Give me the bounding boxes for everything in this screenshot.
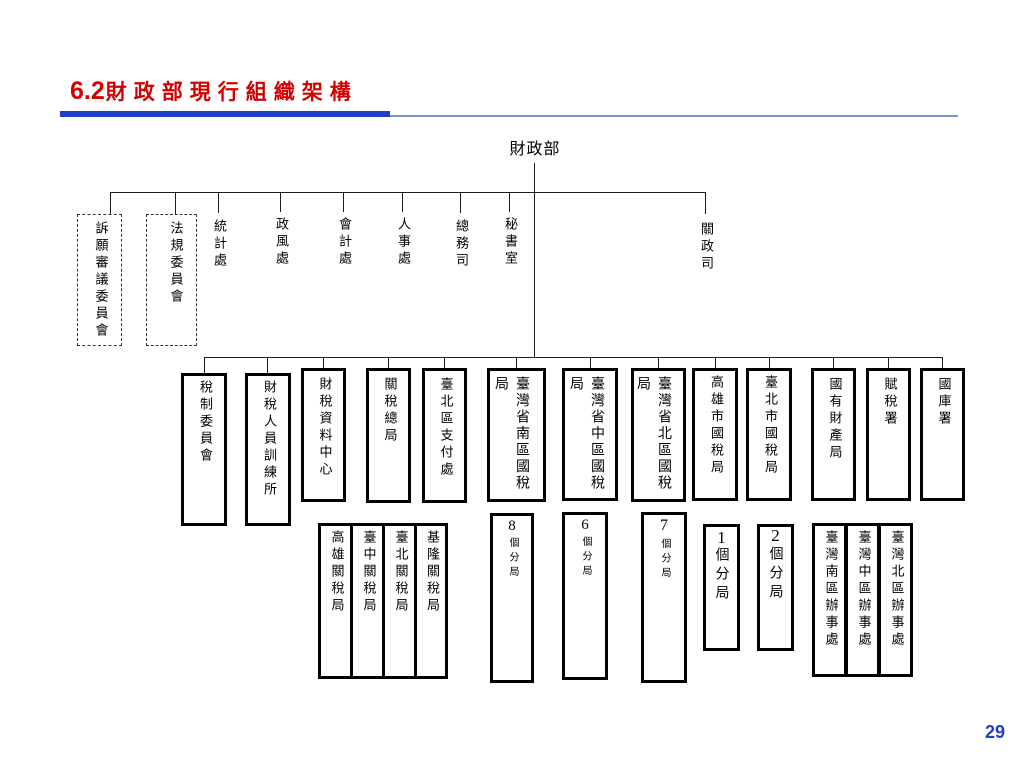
customs-general-admin-box: 關稅總局 bbox=[366, 368, 411, 503]
connector-line bbox=[516, 357, 517, 368]
taipei-bureau-branches-box: 2 個分局 bbox=[757, 524, 794, 651]
connector-line bbox=[280, 192, 281, 212]
connector-line bbox=[460, 192, 461, 213]
unit-label: 高雄關稅局 bbox=[328, 530, 344, 615]
connector-line bbox=[267, 357, 268, 373]
slide-title: 6.2財政部現行組織架構 bbox=[70, 76, 358, 110]
connector-line bbox=[175, 192, 176, 214]
fiscal-info-center-box: 財稅資料中心 bbox=[301, 368, 346, 502]
secretariat-label: 秘書室 bbox=[502, 217, 517, 268]
unit-label: 基隆關稅局 bbox=[424, 530, 439, 615]
southern-region-office-box: 臺灣南區辦事處 bbox=[812, 523, 847, 677]
central-region-office-box: 臺灣中區辦事處 bbox=[845, 523, 880, 677]
branch-count: 2 bbox=[771, 526, 780, 545]
unit-label: 財稅人員訓練所 bbox=[261, 380, 276, 499]
training-institute-box: 財稅人員訓練所 bbox=[245, 373, 291, 526]
unit-label: 賦稅署 bbox=[881, 377, 897, 428]
branch-unit-label: 個分局 bbox=[713, 547, 730, 604]
title-underline-rule bbox=[390, 115, 958, 117]
branch-unit-label: 個分局 bbox=[507, 537, 518, 581]
northern-region-office-box: 臺灣北區辦事處 bbox=[878, 523, 913, 677]
title-text: 財政部現行組織架構 bbox=[105, 79, 358, 104]
kaohsiung-bureau-branches-box: 1 個分局 bbox=[703, 524, 740, 651]
unit-label: 臺灣中區辦事處 bbox=[855, 530, 871, 649]
national-property-bureau-box: 國有財產局 bbox=[811, 368, 856, 501]
kaohsiung-customs-box: 高雄關稅局 bbox=[318, 523, 353, 679]
connector-line bbox=[833, 357, 834, 368]
ethics-dept-label: 政風處 bbox=[273, 217, 288, 268]
unit-label: 關稅總局 bbox=[381, 377, 397, 445]
unit-label: 臺灣南區辦事處 bbox=[822, 530, 838, 649]
unit-label: 國庫署 bbox=[935, 377, 951, 428]
southern-bureau-branches-box: 8 個分局 bbox=[490, 513, 534, 683]
connector-line bbox=[402, 192, 403, 212]
connector-line bbox=[509, 192, 510, 212]
connector-line bbox=[110, 192, 111, 214]
customs-affairs-dept-label: 關政司 bbox=[698, 222, 713, 273]
northern-bureau-branches-box: 7 個分局 bbox=[641, 512, 687, 683]
title-section-number: 6.2 bbox=[70, 77, 105, 105]
connector-line bbox=[388, 357, 389, 368]
unit-label: 訴願審議委員會 bbox=[92, 221, 108, 340]
statistics-dept-label: 統計處 bbox=[211, 219, 226, 270]
unit-label: 臺中關稅局 bbox=[360, 530, 376, 615]
unit-label: 臺北市國稅局 bbox=[762, 375, 777, 477]
root-node-label: 財政部 bbox=[509, 139, 561, 158]
unit-label: 臺灣北區辦事處 bbox=[888, 530, 904, 649]
taipei-customs-box: 臺北關稅局 bbox=[382, 523, 417, 679]
treasury-agency-box: 國庫署 bbox=[920, 368, 965, 501]
connector-line bbox=[590, 357, 591, 368]
unit-label: 臺北區支付處 bbox=[437, 377, 453, 479]
unit-label: 法規委員會 bbox=[167, 221, 183, 306]
branch-unit-label: 個分局 bbox=[659, 538, 670, 582]
connector-line bbox=[705, 192, 706, 214]
branch-count: 7 bbox=[660, 517, 668, 534]
connector-line bbox=[888, 357, 889, 368]
taichung-customs-box: 臺中關稅局 bbox=[350, 523, 385, 679]
unit-label: 財稅資料中心 bbox=[316, 377, 332, 479]
southern-taiwan-tax-bureau-box: 臺灣省南區國稅局 bbox=[487, 368, 546, 502]
kaohsiung-tax-bureau-box: 高雄市國稅局 bbox=[692, 368, 738, 501]
keelung-customs-box: 基隆關稅局 bbox=[414, 523, 448, 679]
taipei-tax-bureau-box: 臺北市國稅局 bbox=[746, 368, 792, 501]
unit-label: 稅制委員會 bbox=[197, 380, 212, 465]
unit-label: 臺北關稅局 bbox=[392, 530, 408, 615]
appeals-committee-box: 訴願審議委員會 bbox=[77, 214, 122, 346]
connector-line bbox=[942, 357, 943, 368]
title-underline-bar bbox=[60, 111, 390, 117]
connector-line bbox=[343, 192, 344, 212]
accounting-dept-label: 會計處 bbox=[336, 217, 351, 268]
branch-count: 6 bbox=[581, 517, 589, 533]
central-taiwan-tax-bureau-box: 臺灣省中區國稅局 bbox=[562, 368, 618, 501]
connector-line bbox=[323, 357, 324, 368]
connector-line bbox=[204, 357, 205, 373]
regulations-committee-box: 法規委員會 bbox=[146, 214, 197, 346]
unit-label: 高雄市國稅局 bbox=[708, 375, 723, 477]
unit-label: 臺灣省北區國稅局 bbox=[635, 376, 672, 492]
connector-line bbox=[769, 357, 770, 368]
root-trunk-line bbox=[534, 163, 535, 358]
taxation-agency-box: 賦稅署 bbox=[866, 368, 911, 501]
taipei-payment-office-box: 臺北區支付處 bbox=[422, 368, 467, 503]
general-affairs-dept-label: 總務司 bbox=[453, 219, 468, 270]
page-number: 29 bbox=[985, 722, 1006, 742]
connector-line bbox=[658, 357, 659, 368]
unit-label: 臺灣省中區國稅局 bbox=[568, 376, 605, 492]
connector-line bbox=[715, 357, 716, 368]
branch-count: 1 bbox=[717, 528, 726, 547]
connector-line bbox=[444, 357, 445, 368]
central-bureau-branches-box: 6 個分局 bbox=[562, 512, 608, 680]
branch-unit-label: 個分局 bbox=[580, 536, 591, 580]
connector-line bbox=[218, 192, 219, 213]
branch-count: 8 bbox=[508, 518, 516, 534]
agency-branch-line bbox=[204, 357, 943, 358]
branch-unit-label: 個分局 bbox=[767, 546, 784, 603]
personnel-dept-label: 人事處 bbox=[395, 217, 410, 268]
tax-system-committee-box: 稅制委員會 bbox=[181, 373, 227, 526]
staff-branch-line bbox=[110, 192, 706, 193]
northern-taiwan-tax-bureau-box: 臺灣省北區國稅局 bbox=[631, 368, 686, 502]
unit-label: 臺灣省南區國稅局 bbox=[493, 376, 530, 492]
unit-label: 國有財產局 bbox=[826, 377, 842, 462]
